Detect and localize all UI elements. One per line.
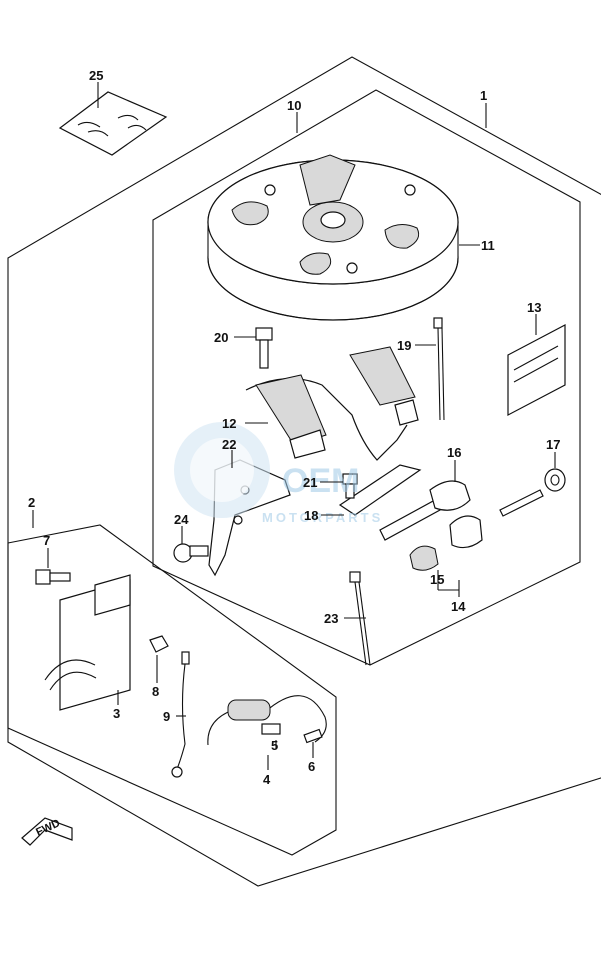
callout-10: 10 — [287, 98, 301, 113]
callout-23: 23 — [324, 611, 338, 626]
callout-4: 4 — [263, 772, 271, 787]
fwd-label: FWD — [34, 817, 62, 838]
sub-kit-outline — [7, 524, 337, 856]
inner-kit-outline — [152, 89, 581, 666]
bolt-24-part — [173, 543, 209, 563]
flywheel-part — [207, 154, 459, 321]
bolt-21-part — [342, 473, 358, 499]
watermark-brand: OEM — [282, 462, 359, 500]
callout-8: 8 — [152, 684, 159, 699]
callout-22: 22 — [222, 437, 236, 452]
grommet-part — [544, 468, 566, 492]
pin-part — [303, 728, 323, 744]
bolt-20-part — [255, 327, 273, 369]
cable-tie-23-part — [349, 571, 371, 666]
callout-18: 18 — [304, 508, 318, 523]
fwd-arrow-icon — [21, 817, 73, 846]
callout-13: 13 — [527, 300, 541, 315]
callout-11: 11 — [481, 238, 495, 253]
callout-24: 24 — [174, 512, 189, 527]
callout-19: 19 — [397, 338, 411, 353]
plate-18-part — [338, 464, 422, 516]
bolt-7-part — [35, 569, 71, 585]
outer-assembly-outline — [7, 56, 601, 887]
nut-8-part — [149, 635, 169, 653]
callout-1: 1 — [480, 88, 487, 103]
watermark-sub: MOTORPARTS — [262, 510, 383, 525]
bag-part — [58, 91, 168, 156]
coil-assembly-part — [245, 346, 419, 461]
leader-lines — [32, 82, 556, 770]
connector-assembly-part — [379, 480, 544, 571]
fuse-holder-part — [207, 695, 327, 746]
callout-21: 21 — [303, 475, 317, 490]
callout-6: 6 — [308, 759, 315, 774]
watermark-logo — [174, 422, 270, 518]
cable-tie-part — [433, 317, 445, 421]
callout-5: 5 — [271, 738, 278, 753]
callout-9: 9 — [163, 709, 170, 724]
callout-12: 12 — [222, 416, 236, 431]
lead-wire-part — [171, 651, 190, 778]
callout-7: 7 — [43, 533, 50, 548]
label-sheet-part — [507, 324, 566, 416]
callout-16: 16 — [447, 445, 461, 460]
callout-25: 25 — [89, 68, 103, 83]
callout-3: 3 — [113, 706, 120, 721]
callout-20: 20 — [214, 330, 228, 345]
callout-17: 17 — [546, 437, 560, 452]
callout-15: 15 — [430, 572, 444, 587]
regulator-part — [44, 574, 131, 711]
callout-2: 2 — [28, 495, 35, 510]
callout-14: 14 — [451, 599, 466, 614]
